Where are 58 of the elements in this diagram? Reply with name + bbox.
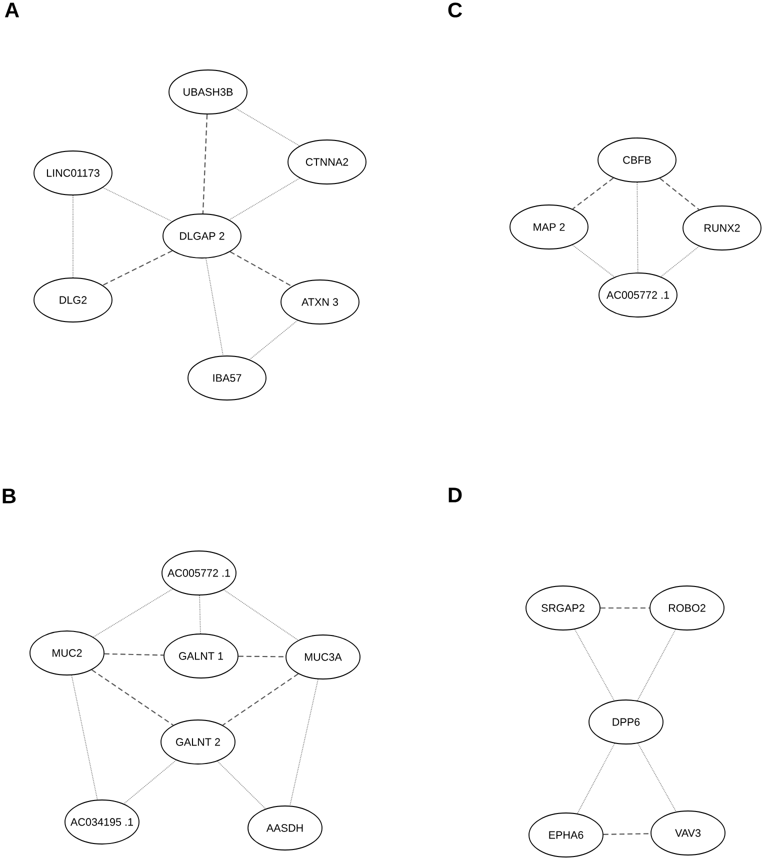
connector-line <box>217 760 266 810</box>
oval-node: ROBO2 <box>650 586 724 630</box>
connector-line <box>235 108 300 146</box>
connector-line <box>574 628 615 702</box>
connector-line <box>206 258 224 356</box>
connector-line <box>123 760 177 804</box>
connector-line <box>223 589 299 641</box>
connector-line <box>102 250 173 286</box>
connector-line <box>102 187 172 222</box>
connector-line <box>72 195 74 278</box>
connector-line <box>202 114 208 214</box>
oval-node: AC005772 .1 <box>598 272 678 318</box>
connector-line <box>104 653 164 656</box>
connector-line <box>600 607 650 609</box>
oval-node: VAV3 <box>650 810 726 856</box>
connector-line <box>290 678 318 806</box>
oval-node: GALNT 2 <box>160 720 236 764</box>
oval-node: LINC01173 <box>34 150 112 196</box>
panel-letter: D <box>448 488 462 502</box>
oval-node: CTNNA2 <box>288 140 366 184</box>
connector-line <box>230 251 292 287</box>
connector-line <box>91 669 174 726</box>
connector-line <box>637 628 676 702</box>
oval-node: UBASH3B <box>168 70 248 114</box>
connector-line <box>603 833 651 835</box>
connector-line <box>660 178 700 210</box>
connector-line <box>238 656 286 658</box>
connector-line <box>249 320 298 360</box>
panel-letter: A <box>4 2 20 18</box>
oval-node: RUNX2 <box>682 206 762 250</box>
oval-node: MUC3A <box>286 634 360 680</box>
connector-line <box>199 595 201 634</box>
panel-letter: C <box>448 2 462 18</box>
connector-line <box>636 182 638 273</box>
oval-node: CBFB <box>598 138 676 182</box>
connector-line <box>660 246 700 278</box>
oval-node: ATXN 3 <box>280 280 360 324</box>
connector-line <box>92 588 174 638</box>
oval-node: EPHA6 <box>528 812 604 858</box>
panel-letter: B <box>2 488 16 504</box>
oval-node: DPP6 <box>588 700 664 744</box>
oval-node: DLGAP 2 <box>162 214 242 258</box>
oval-node: DLG2 <box>34 278 112 322</box>
oval-node: IBA57 <box>188 356 266 400</box>
oval-node: AASDH <box>248 806 322 850</box>
oval-node: MAP 2 <box>510 204 588 250</box>
connector-line <box>71 674 98 800</box>
connector-line <box>222 673 299 726</box>
connector-line <box>638 742 677 812</box>
oval-node: SRGAP2 <box>526 586 600 630</box>
oval-node: MUC2 <box>30 630 104 676</box>
connector-line <box>572 178 614 210</box>
connector-line <box>572 244 615 278</box>
oval-node: GALNT 1 <box>164 634 238 678</box>
oval-node: AC034195 .1 <box>64 800 140 844</box>
connector-line <box>576 743 616 814</box>
connector-line <box>228 178 300 220</box>
oval-node: AC005772 .1 <box>162 550 236 596</box>
